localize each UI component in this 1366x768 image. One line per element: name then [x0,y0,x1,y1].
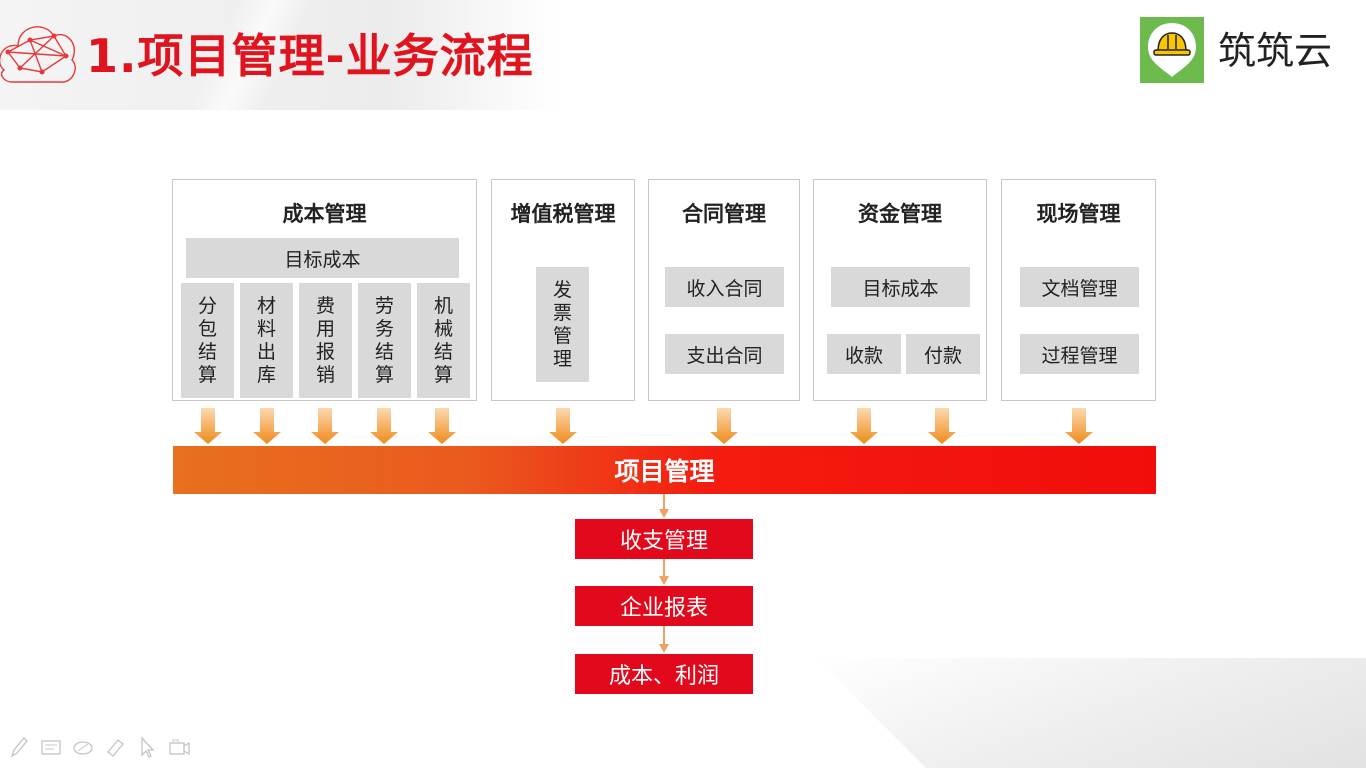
income-expense-box: 收支管理 [575,519,753,559]
eraser-icon[interactable] [72,734,94,760]
connector-arrow-icon [659,494,669,518]
panel-title: 资金管理 [858,202,942,226]
down-arrow-icon [710,408,738,444]
cost-profit-box: 成本、利润 [575,654,753,694]
pen-icon[interactable] [8,734,30,760]
subcontract-settlement-box: 分包结算 [181,283,234,398]
down-arrow-icon [549,408,577,444]
income-contract-box: 收入合同 [665,267,784,307]
enterprise-report-box: 企业报表 [575,586,753,626]
pointer-icon[interactable] [136,734,158,760]
brand-name: 筑筑云 [1218,29,1333,73]
expense-reimbursement-box: 费用报销 [299,283,352,398]
cloud-network-icon [0,26,76,83]
down-arrow-icon [428,408,456,444]
target-cost-box: 目标成本 [186,238,459,278]
panel-title: 合同管理 [682,202,766,226]
invoice-management-box: 发票管理 [536,267,589,382]
down-arrow-icon [311,408,339,444]
connector-arrow-icon [659,559,669,585]
down-arrow-icon [370,408,398,444]
project-management-bar: 项目管理 [173,446,1156,494]
presentation-toolbar [8,734,190,760]
corner-decoration [816,658,1366,768]
funds-management-panel: 资金管理 目标成本 收款 付款 [813,179,987,401]
material-outbound-box: 材料出库 [240,283,293,398]
site-management-panel: 现场管理 文档管理 过程管理 [1001,179,1156,401]
vat-management-panel: 增值税管理 发票管理 [491,179,635,401]
down-arrow-icon [194,408,222,444]
highlighter-icon[interactable] [104,734,126,760]
cost-management-panel: 成本管理 目标成本 分包结算 材料出库 费用报销 劳务结算 机械结算 [172,179,477,401]
contract-management-panel: 合同管理 收入合同 支出合同 [648,179,800,401]
machinery-settlement-box: 机械结算 [417,283,470,398]
slide-icon[interactable] [40,734,62,760]
process-management-box: 过程管理 [1020,334,1139,374]
helmet-icon [1148,23,1196,77]
down-arrow-icon [253,408,281,444]
down-arrow-icon [850,408,878,444]
payments-box: 付款 [906,334,980,374]
connector-arrow-icon [659,626,669,653]
target-cost-box: 目标成本 [831,267,970,307]
receipts-box: 收款 [827,334,901,374]
brand-logo [1140,17,1204,83]
camera-icon[interactable] [168,734,190,760]
labor-settlement-box: 劳务结算 [358,283,411,398]
expense-contract-box: 支出合同 [665,334,784,374]
document-management-box: 文档管理 [1020,267,1139,307]
page-title: 1.项目管理-业务流程 [86,29,534,83]
down-arrow-icon [1065,408,1093,444]
header-band [0,0,560,110]
panel-title: 现场管理 [1036,202,1121,226]
panel-title: 增值税管理 [510,202,616,226]
panel-title: 成本管理 [282,202,367,226]
down-arrow-icon [928,408,956,444]
